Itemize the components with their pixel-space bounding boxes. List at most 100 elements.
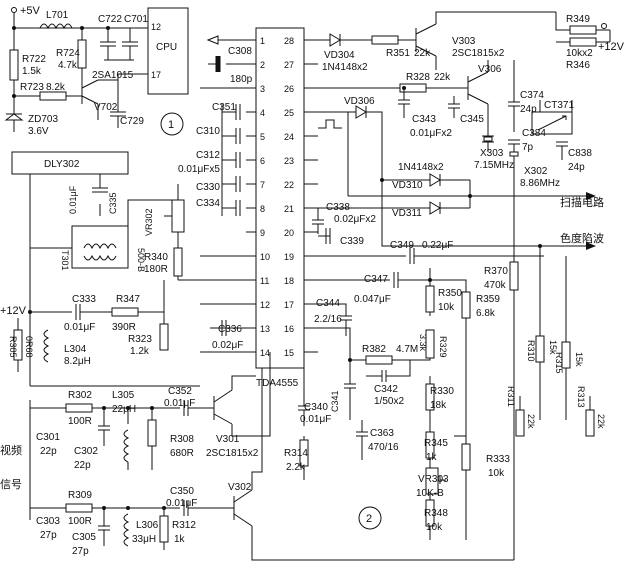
resistor-r328 [399,83,427,93]
resistor-r302 [65,403,93,413]
value-c333: 0.01μF [64,322,95,333]
crystal-x303 [483,136,493,142]
junction-dot [380,178,384,182]
label-c338: C338 [326,202,350,213]
ic-pin-15: 15 [284,348,294,358]
label-c339: C339 [340,236,364,247]
block-marker-2-label: 2 [366,513,372,525]
ic-pin-24: 24 [284,132,294,142]
value-r328: 22k [434,72,451,83]
video-input-stage: 视频 信号 R302 100R C301 22p C302 22p L305 2… [0,352,514,561]
output-block: 1N4148x2 VD310 VD311 扫描电路 色度陷波 [318,112,604,250]
ic-right-pins: 28 27 26 25 24 23 22 21 20 19 18 17 16 1… [284,36,294,358]
label-c340: C340 [304,402,328,413]
label-r313: R313 [576,386,586,408]
crystal-x302 [509,151,519,157]
cpu-block: CPU 12 17 +5V L701 C722 C701 R722 1.5k R… [4,5,189,137]
label-c333: C333 [72,294,96,305]
c308-plate [216,56,220,72]
label-r346: R346 [566,60,590,71]
label-r351: R351 [386,48,410,59]
label-v702-type: 2SA1015 [92,70,134,81]
value-c374: 24p [520,104,537,115]
value-c363: 470/16 [368,442,399,453]
ic-pin-20: 20 [284,228,294,238]
label-c341: C341 [330,390,340,412]
label-scan-output: 扫描电路 [560,195,604,209]
value-l305: 22μH [112,404,136,415]
ic-pin-6: 6 [260,156,265,166]
resistor-r315 [561,341,571,369]
pin15-17-network: C344 2.2/16 R382 4.7M R329 3.3k C342 1/5… [200,298,448,420]
ic-name: TDA4555 [256,378,299,389]
label-v301: V301 [216,434,240,445]
value-r311: 22k [526,414,536,429]
label-l305: L305 [112,390,135,401]
value-c302: 22p [74,460,91,471]
junction-dot [428,278,432,282]
dly302-box [11,151,129,175]
cpu-box [147,7,189,95]
ic-pin-19: 19 [284,252,294,262]
value-r314: 2.2k [286,462,306,473]
label-r330: R330 [430,386,454,397]
label-vd311: VD311 [392,208,422,219]
delay-line-block: DLY302 0.01μF C335 T301 VR302 500-B R340… [11,151,200,387]
ic-pin-21: 21 [284,204,294,214]
ic-pin-3: 3 [260,84,265,94]
resistor-r310 [535,335,545,363]
label-dly302: DLY302 [44,159,80,170]
label-r722: R722 [22,54,46,65]
label-c330: C330 [196,182,220,193]
ic-pin-17: 17 [284,300,294,310]
ic-pin-25: 25 [284,108,294,118]
resistor-r382 [365,355,393,365]
label-x302: X302 [524,166,548,177]
ic-pin-12: 12 [260,300,270,310]
value-r310: 15k [548,340,558,355]
value-c312: 0.01μFx5 [178,164,220,175]
value-zd703: 3.6V [28,126,49,137]
resistor-r370 [509,261,519,291]
label-r305: R305 [8,336,18,358]
cpu-label: CPU [156,42,177,53]
label-v702: V702 [94,102,118,113]
resistor-r329 [425,329,435,359]
value-c342: 1/50x2 [374,396,404,407]
resistor-r308 [147,419,157,447]
label-r323: R323 [128,334,152,345]
ic-pin-7: 7 [260,180,265,190]
scan-output-arrow [586,192,596,200]
value-c303: 27p [40,530,57,541]
value-r330: 18k [430,400,447,411]
label-c310: C310 [196,126,220,137]
inductor-l304 [43,329,50,363]
pin20-21-caps: C338 0.02μFx2 C339 [312,202,376,247]
label-vd306: VD306 [344,96,375,107]
input-supply-block: +12V R305 0R68 C333 0.01μF R347 390R R32… [0,280,169,372]
label-vd310: VD310 [392,180,423,191]
junction-dot [106,26,110,30]
ic-pin-14: 14 [260,348,270,358]
resistor-r314 [299,439,309,467]
value-r312: 1k [174,534,186,545]
resistor-r333 [461,443,471,471]
resistor-r330 [425,383,435,411]
junction-dot [348,358,352,362]
value-r329: 3.3k [418,334,428,352]
label-c336: C336 [218,324,242,335]
label-x303: X303 [480,148,504,159]
type-v301: 2SC1815x2 [206,448,259,459]
value-r308: 680R [170,448,194,459]
junction-dot [402,86,406,90]
resistor-r347 [111,307,139,317]
value-vr303: 10K-B [416,488,444,499]
label-l701: L701 [46,10,69,21]
ic-body [255,27,305,369]
block-marker-1-label: 1 [168,119,174,131]
label-vd304: VD304 [324,50,355,61]
value-c301: 22p [40,446,57,457]
ic-pin-16: 16 [284,324,294,334]
value-c343: 0.01μFx2 [410,128,452,139]
